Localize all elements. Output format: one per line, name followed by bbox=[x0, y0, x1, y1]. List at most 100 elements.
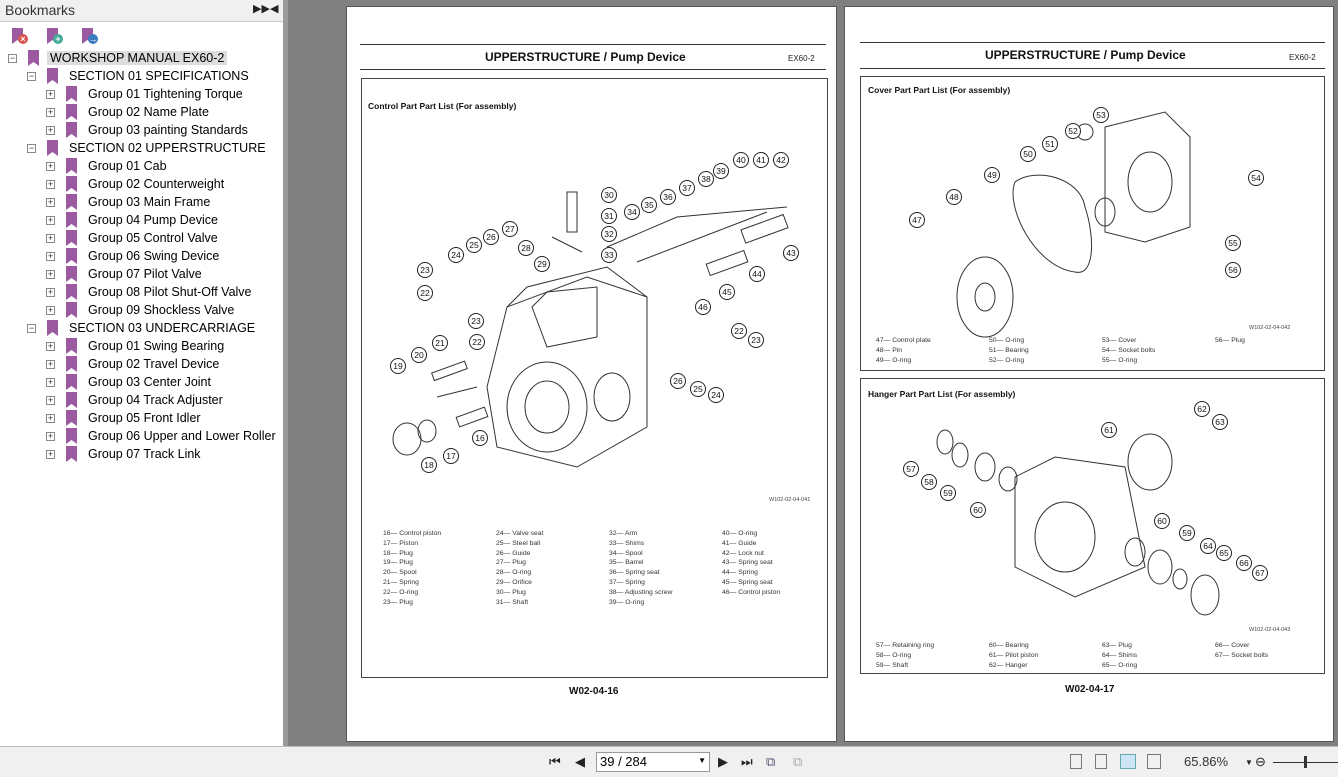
bookmark-item[interactable]: +Group 02 Counterweight bbox=[46, 175, 227, 193]
last-page-button[interactable]: ⏭ bbox=[741, 754, 753, 769]
bookmark-item[interactable]: + Group 04 Pump Device bbox=[46, 211, 221, 229]
collapse-panel-icon[interactable]: ◀ bbox=[270, 3, 279, 15]
previous-page-button[interactable]: ◀ bbox=[575, 754, 585, 769]
expand-toggle-icon[interactable]: + bbox=[46, 358, 55, 369]
bookmark-label: Group 03 Main Frame bbox=[88, 195, 211, 209]
next-view-icon[interactable]: ⧉ bbox=[793, 754, 803, 769]
bookmark-item[interactable]: +Group 01 Cab bbox=[46, 157, 170, 175]
expand-toggle-icon[interactable]: + bbox=[46, 412, 55, 423]
page-model: EX60-2 bbox=[1289, 53, 1316, 62]
expand-panel-icon[interactable]: ▶▶ bbox=[253, 3, 270, 15]
bookmark-item[interactable]: + Group 06 Swing Device bbox=[46, 247, 222, 265]
expand-toggle-icon[interactable]: + bbox=[46, 394, 55, 405]
next-page-button[interactable]: ▶ bbox=[718, 754, 728, 769]
expand-toggle-icon[interactable]: + bbox=[46, 286, 55, 297]
part-callout: 20 bbox=[411, 347, 427, 363]
bookmark-item[interactable]: −SECTION 01 SPECIFICATIONS bbox=[27, 67, 252, 85]
expand-toggle-icon[interactable]: + bbox=[46, 340, 55, 351]
bookmark-icon bbox=[66, 338, 77, 354]
bookmark-item[interactable]: + Group 02 Travel Device bbox=[46, 355, 222, 373]
expand-toggle-icon[interactable]: + bbox=[46, 232, 55, 243]
bookmark-item[interactable]: + Group 03 Center Joint bbox=[46, 373, 214, 391]
bookmark-icon bbox=[66, 392, 77, 408]
bookmark-icon bbox=[66, 284, 77, 300]
bookmark-label: Group 04 Pump Device bbox=[88, 213, 218, 227]
bookmark-item[interactable]: +Group 03 painting Standards bbox=[46, 121, 251, 139]
cover-frame bbox=[860, 76, 1325, 371]
hanger-frame bbox=[860, 378, 1325, 674]
collapse-toggle-icon[interactable]: − bbox=[27, 142, 36, 153]
bookmark-item[interactable]: +Group 07 Track Link bbox=[46, 445, 204, 463]
single-page-view-icon[interactable] bbox=[1070, 754, 1082, 769]
add-bookmark-icon[interactable]: + bbox=[47, 28, 63, 49]
part-list-entry: 58— O-ring bbox=[876, 651, 912, 659]
bookmark-icon bbox=[66, 446, 77, 462]
expand-toggle-icon[interactable]: + bbox=[46, 178, 55, 189]
bookmark-label: Group 06 Swing Device bbox=[88, 249, 220, 263]
page-number-input[interactable]: 39 / 284▼ bbox=[596, 752, 710, 772]
continuous-facing-view-icon[interactable] bbox=[1147, 754, 1161, 769]
collapse-toggle-icon[interactable]: − bbox=[27, 70, 36, 81]
bookmark-item[interactable]: +Group 01 Tightening Torque bbox=[46, 85, 246, 103]
part-list-entry: 26— Guide bbox=[496, 549, 531, 557]
facing-view-icon[interactable] bbox=[1120, 754, 1136, 769]
page-title: UPPERSTRUCTURE / Pump Device bbox=[985, 48, 1186, 62]
bookmark-item[interactable]: +Group 07 Pilot Valve bbox=[46, 265, 205, 283]
expand-toggle-icon[interactable]: + bbox=[46, 106, 55, 117]
bookmark-item[interactable]: +Group 08 Pilot Shut-Off Valve bbox=[46, 283, 255, 301]
bookmark-icon bbox=[66, 230, 77, 246]
part-list-entry: 62— Hanger bbox=[989, 661, 1028, 669]
part-callout: 28 bbox=[518, 240, 534, 256]
bookmark-label: Group 03 Center Joint bbox=[88, 375, 211, 389]
bookmark-item[interactable]: −SECTION 02 UPPERSTRUCTURE bbox=[27, 139, 269, 157]
bookmark-item[interactable]: −SECTION 03 UNDERCARRIAGE bbox=[27, 319, 258, 337]
part-list-entry: 42— Lock nut bbox=[722, 549, 764, 557]
expand-toggle-icon[interactable]: + bbox=[46, 88, 55, 99]
bookmark-item[interactable]: +Group 05 Control Valve bbox=[46, 229, 221, 247]
expand-toggle-icon[interactable]: + bbox=[46, 160, 55, 171]
previous-view-icon[interactable]: ⧉ bbox=[766, 754, 776, 769]
bookmark-item[interactable]: +Group 02 Name Plate bbox=[46, 103, 212, 121]
bookmark-item[interactable]: −WORKSHOP MANUAL EX60-2 bbox=[8, 49, 228, 67]
part-callout: 51 bbox=[1042, 136, 1058, 152]
bookmark-item[interactable]: +Group 04 Track Adjuster bbox=[46, 391, 226, 409]
expand-toggle-icon[interactable]: + bbox=[46, 376, 55, 387]
bookmark-item[interactable]: +Group 01 Swing Bearing bbox=[46, 337, 227, 355]
expand-toggle-icon[interactable]: + bbox=[46, 196, 55, 207]
panel-title: Bookmarks bbox=[5, 2, 76, 18]
collapse-toggle-icon[interactable]: − bbox=[27, 322, 36, 333]
go-to-bookmark-icon[interactable]: → bbox=[82, 28, 98, 49]
expand-toggle-icon[interactable]: + bbox=[46, 304, 55, 315]
part-callout: 60 bbox=[970, 502, 986, 518]
part-list-entry: 46— Control piston bbox=[722, 588, 781, 596]
zoom-out-button[interactable]: ⊖ bbox=[1255, 754, 1266, 769]
chevron-down-icon[interactable]: ▼ bbox=[698, 756, 706, 765]
expand-toggle-icon[interactable]: + bbox=[46, 214, 55, 225]
part-callout: 46 bbox=[695, 299, 711, 315]
expand-toggle-icon[interactable]: + bbox=[46, 124, 55, 135]
part-callout: 36 bbox=[660, 189, 676, 205]
zoom-dropdown-icon[interactable]: ▼ bbox=[1245, 758, 1253, 767]
expand-toggle-icon[interactable]: + bbox=[46, 268, 55, 279]
bookmark-item[interactable]: +Group 09 Shockless Valve bbox=[46, 301, 237, 319]
bookmark-item[interactable]: +Group 05 Front Idler bbox=[46, 409, 204, 427]
bookmark-item[interactable]: +Group 06 Upper and Lower Roller bbox=[46, 427, 279, 445]
part-list-entry: 29— Orifice bbox=[496, 579, 532, 586]
delete-bookmark-icon[interactable]: × bbox=[12, 28, 28, 49]
bookmark-label: Group 02 Travel Device bbox=[88, 357, 220, 371]
part-callout: 24 bbox=[448, 247, 464, 263]
bookmark-icon bbox=[66, 86, 77, 102]
collapse-toggle-icon[interactable]: − bbox=[8, 52, 17, 63]
first-page-button[interactable]: ⏮ bbox=[549, 754, 561, 769]
expand-toggle-icon[interactable]: + bbox=[46, 250, 55, 261]
zoom-slider-thumb[interactable] bbox=[1304, 756, 1307, 768]
panel-splitter[interactable] bbox=[284, 0, 288, 746]
bookmark-icon bbox=[66, 212, 77, 228]
part-list-entry: 51— Bearing bbox=[989, 346, 1029, 354]
part-callout: 27 bbox=[502, 221, 518, 237]
bookmark-item[interactable]: + Group 03 Main Frame bbox=[46, 193, 213, 211]
zoom-level[interactable]: 65.86% bbox=[1184, 754, 1229, 769]
expand-toggle-icon[interactable]: + bbox=[46, 448, 55, 459]
continuous-view-icon[interactable] bbox=[1095, 754, 1107, 769]
expand-toggle-icon[interactable]: + bbox=[46, 430, 55, 441]
